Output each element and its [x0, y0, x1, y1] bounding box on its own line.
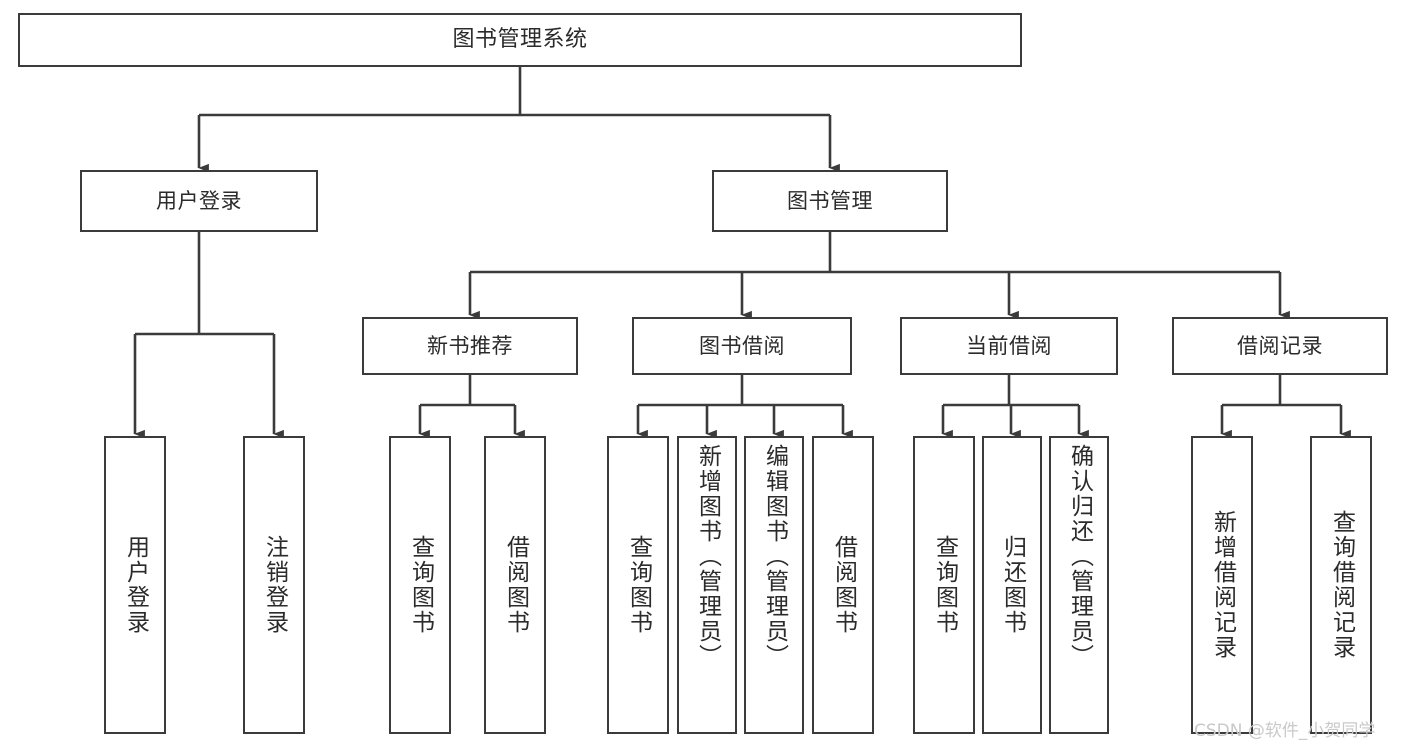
node-book-borrowing[interactable]: 图书借阅 [632, 317, 852, 375]
node-label: 查询图书 [931, 535, 958, 635]
leaf-add-borrow-record[interactable]: 新增借阅记录 [1191, 436, 1253, 734]
leaf-confirm-return-admin[interactable]: 确认归还（管理员） [1049, 436, 1109, 734]
node-label: 当前借阅 [966, 333, 1052, 358]
csdn-watermark: CSDN @软件_小贺同学 [1194, 721, 1376, 741]
leaf-borrow-book-new-rec[interactable]: 借阅图书 [484, 436, 546, 734]
node-label: 借阅图书 [502, 535, 529, 635]
leaf-edit-book-admin[interactable]: 编辑图书（管理员） [744, 436, 804, 734]
leaf-query-book-borrow[interactable]: 查询图书 [607, 436, 669, 734]
node-label: 借阅记录 [1237, 333, 1323, 358]
node-borrowing-record[interactable]: 借阅记录 [1172, 317, 1388, 375]
node-book-management[interactable]: 图书管理 [712, 170, 948, 232]
leaf-query-borrow-record[interactable]: 查询借阅记录 [1310, 436, 1372, 734]
node-label: 查询图书 [625, 535, 652, 635]
node-label: 图书管理系统 [452, 27, 588, 53]
leaf-user-login[interactable]: 用户登录 [104, 436, 166, 734]
node-label: 图书管理 [787, 188, 873, 213]
node-label: 图书借阅 [699, 333, 785, 358]
node-label: 借阅图书 [830, 535, 857, 635]
node-user-login[interactable]: 用户登录 [80, 170, 318, 232]
node-label: 查询图书 [407, 535, 434, 635]
node-label: 新增借阅记录 [1209, 510, 1236, 660]
node-label: 注销登录 [261, 535, 288, 635]
leaf-logout[interactable]: 注销登录 [243, 436, 305, 734]
node-current-borrowing[interactable]: 当前借阅 [900, 317, 1118, 375]
node-label: 确认归还（管理员） [1066, 444, 1093, 669]
leaf-borrow-book[interactable]: 借阅图书 [812, 436, 874, 734]
leaf-query-book-new-rec[interactable]: 查询图书 [389, 436, 451, 734]
node-label: 新书推荐 [427, 333, 513, 358]
node-label: 用户登录 [156, 188, 242, 213]
node-label: 归还图书 [999, 535, 1026, 635]
leaf-add-book-admin[interactable]: 新增图书（管理员） [677, 436, 737, 734]
node-label: 用户登录 [122, 535, 149, 635]
leaf-query-book-current[interactable]: 查询图书 [913, 436, 975, 734]
node-label: 新增图书（管理员） [694, 444, 721, 669]
node-new-book-recommendation[interactable]: 新书推荐 [362, 317, 578, 375]
node-label: 查询借阅记录 [1328, 510, 1355, 660]
node-label: 编辑图书（管理员） [761, 444, 788, 669]
leaf-return-book[interactable]: 归还图书 [982, 436, 1042, 734]
node-root-book-management-system[interactable]: 图书管理系统 [18, 13, 1022, 67]
